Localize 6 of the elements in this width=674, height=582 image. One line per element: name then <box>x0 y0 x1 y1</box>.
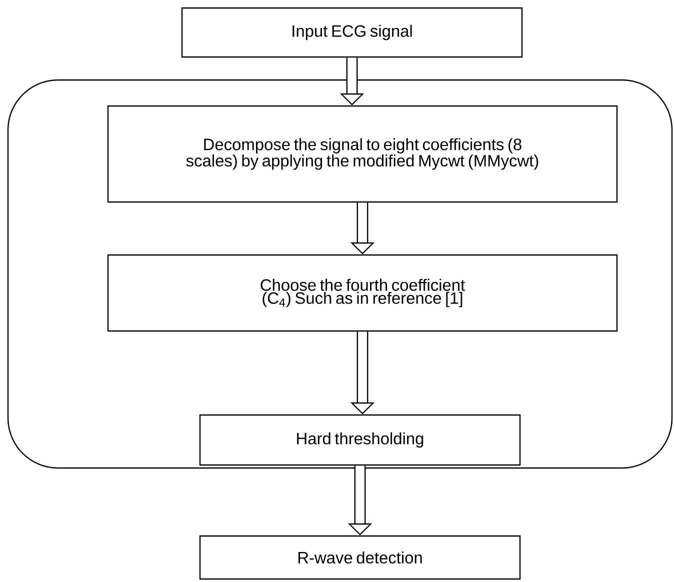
process-box: Input ECG signal <box>181 7 523 58</box>
group-frame <box>7 79 673 469</box>
process-box: R-wave detection <box>199 535 521 580</box>
process-box: Choose the fourth coefficient (C$_{4}$) Such as in reference [1] <box>107 254 618 332</box>
process-box: Decompose the signal to eight coefficients (8 scales) by applying the modified Mycwt (MMycwt) <box>107 105 618 203</box>
process-box: Hard thresholding <box>199 414 521 466</box>
